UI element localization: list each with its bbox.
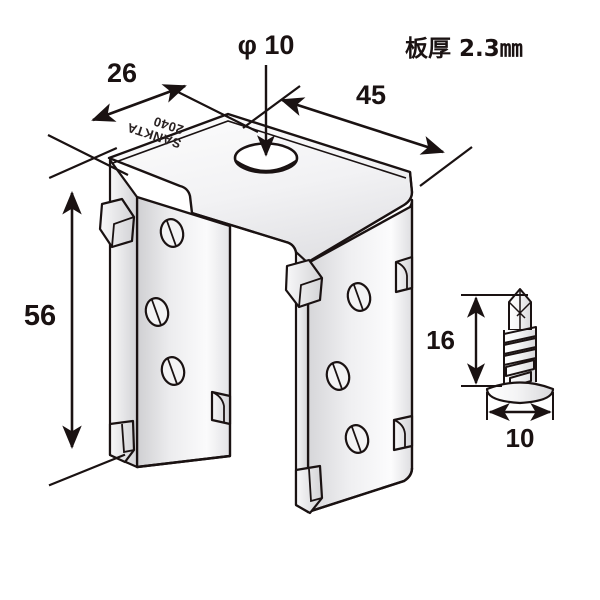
dimension-top-depth-26: 26 [47, 58, 259, 176]
dim-label-26: 26 [107, 58, 137, 88]
left-leg-right-tab [210, 390, 232, 426]
ext-line-56-top [48, 146, 118, 180]
slot [159, 218, 185, 248]
plate-thickness-note: 板厚 2.3㎜ [405, 36, 523, 62]
right-leg-outer-upper-tab [394, 255, 414, 294]
dimension-screw-head-10: 10 [486, 392, 554, 453]
ext-line-45-b [419, 146, 473, 187]
slot [346, 282, 372, 312]
bracket-right-leg [284, 198, 414, 515]
tab-fold [298, 259, 323, 308]
slot [160, 356, 186, 386]
right-leg-outer-lower-tab [392, 414, 414, 452]
hole-inner-wall [235, 160, 297, 173]
dim-label-10: 10 [506, 423, 535, 453]
tab-shape [210, 390, 232, 426]
left-leg-bottom-edge [136, 454, 231, 469]
left-leg-slots [144, 218, 186, 386]
screw-head [485, 381, 555, 405]
dimension-hole-diameter: φ 10 [238, 30, 295, 157]
screw-detail: 16 10 [426, 288, 555, 453]
dim-label-45: 45 [356, 80, 386, 110]
tab-fold [308, 468, 323, 503]
phi10-label: φ 10 [238, 30, 295, 60]
tab-fold [393, 419, 406, 448]
ext-line-56-bottom [48, 453, 126, 487]
tab-shape [294, 464, 324, 515]
dim-line-45 [280, 97, 445, 155]
dimension-top-width-45: 45 [242, 80, 473, 187]
slot [325, 361, 351, 391]
tab-shape [392, 414, 414, 452]
slot [144, 297, 170, 327]
right-leg-bottom-edge [307, 467, 414, 514]
tab-fold [395, 261, 408, 290]
bracket-assembly: SANKTA 2040 [98, 112, 414, 515]
tab-fold [121, 423, 135, 454]
slot [344, 424, 370, 454]
tab-fold [111, 198, 135, 248]
dim-line-26 [91, 84, 187, 122]
brand-stamp: SANKTA 2040 [125, 114, 186, 152]
dim-label-16: 16 [426, 325, 455, 355]
left-leg-lower-tab [108, 419, 136, 464]
dimension-leg-height-56: 56 [24, 146, 126, 487]
top-right-corner-radius [403, 171, 414, 206]
ext-line-26-b [177, 91, 259, 133]
right-leg-bottom-tab [294, 464, 324, 515]
top-plate-fold-line [112, 120, 407, 179]
bracket-left-leg [98, 158, 232, 469]
ext-line-45-a [242, 85, 301, 129]
ext-line-26-a [47, 134, 129, 176]
left-leg-upper-tab [98, 197, 136, 249]
dimension-screw-length-16: 16 [426, 294, 528, 387]
screw-shank-outline [503, 327, 537, 384]
right-leg-upper-tab [284, 258, 324, 309]
right-leg-slots [325, 282, 372, 454]
dim-label-56: 56 [24, 300, 56, 332]
tab-fold [211, 391, 225, 422]
tab-shape [394, 255, 414, 294]
